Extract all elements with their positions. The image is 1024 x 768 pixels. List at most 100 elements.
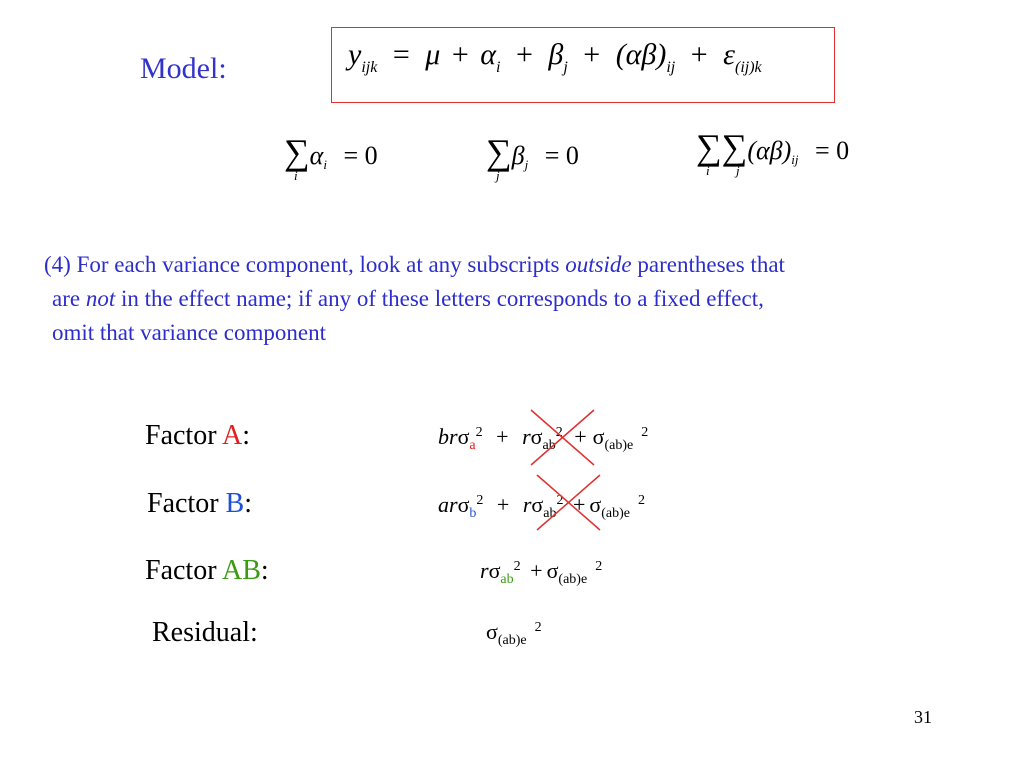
rule-line-2: are not in the effect name; if any of th… [44,282,984,316]
eq-alpha-sub: i [495,59,501,76]
sigma: σ [546,558,559,583]
factor-a-label: Factor A: [145,420,250,452]
rule-paragraph: (4) For each variance component, look at… [44,248,984,350]
expression-factor-ab: rσab2 +σ(ab)e2 [480,558,602,588]
superscript: 2 [513,559,521,574]
plus: + [574,424,587,449]
sum-sign: ∑ [486,132,512,172]
constraint-alphabeta: ∑∑(αβ)ij = 0 i j [696,127,850,178]
subscript: b [469,506,477,521]
sigma: σ [589,492,602,517]
factor-text: Factor [145,555,222,586]
superscript: 2 [638,493,646,508]
eq-ab-sub: ij [666,59,676,76]
sigma: σ [457,492,470,517]
rule-text: in the effect name; if any of these lett… [115,286,764,311]
subscript: ab [542,438,556,453]
eq-beta-sub: j [563,59,568,76]
factor-letter: A [222,420,243,451]
strike-out-icon [536,474,601,531]
eq-epsilon-sub: (ij)k [735,59,762,76]
expression-factor-a: brσa2 + rσab2 +σ(ab)e2 [438,424,648,454]
constraint-rhs: = 0 [814,136,850,165]
rule-line-3: omit that variance component [52,320,326,345]
rule-text: are [52,286,86,311]
eq-alpha: α [480,38,496,71]
subscript: (ab)e [601,506,631,521]
constraint-term: (αβ) [747,136,792,165]
eq-plus: + [583,38,601,71]
plus: + [496,492,510,517]
residual-label: Residual: [152,617,258,648]
eq-y: y [348,38,362,71]
rule-text: (4) For each variance component, look at… [44,252,566,277]
sigma: σ [457,424,470,449]
eq-equals: = [392,38,410,71]
factor-colon: : [260,555,269,586]
constraint-term: β [511,141,525,170]
rule-text: parentheses that [631,252,785,277]
factor-colon: : [244,488,252,519]
superscript: 2 [476,493,484,508]
model-equation: yijk = μ + αi + βj + (αβ)ij + ε(ij)k [348,38,762,77]
superscript: 2 [534,620,542,635]
sigma: σ [488,558,501,583]
coef: ar [438,492,458,517]
constraint-rhs: = 0 [544,141,579,170]
constraint-beta: ∑βj = 0 j [486,132,579,183]
subscript: a [469,438,476,453]
factor-letter: B [225,488,245,519]
eq-epsilon: ε [723,38,735,71]
double-sum-sign: ∑∑ [696,127,748,167]
factor-letter: AB [222,555,261,586]
eq-plus: + [451,38,469,71]
eq-ab: (αβ) [615,38,667,71]
constraint-term-sub: ij [791,152,799,167]
constraint-rhs: = 0 [343,141,378,170]
sum-index: j [736,163,740,178]
superscript: 2 [555,425,563,440]
expression-factor-b: arσb2 + rσab2 +σ(ab)e2 [438,492,645,522]
plus: + [496,424,509,449]
factor-colon: : [242,420,251,451]
subscript: (ab)e [604,438,634,453]
coef: br [438,424,458,449]
eq-mu: μ [425,38,441,71]
factor-b-label: Factor B: [147,488,252,520]
sigma: σ [592,424,605,449]
factor-ab-label: Factor AB: [145,555,269,587]
factor-text: Factor [147,488,226,519]
expression-residual: σ(ab)e 2 [486,619,542,649]
constraint-term-sub: j [524,157,529,172]
superscript: 2 [641,425,649,440]
sigma: σ [486,619,498,644]
superscript: 2 [556,493,564,508]
sum-sign: ∑ [284,132,310,172]
coef: r [522,424,531,449]
sigma: σ [530,424,543,449]
subscript: (ab)e [558,572,588,587]
plus: + [530,558,543,583]
constraint-term: α [309,141,324,170]
sigma: σ [531,492,544,517]
subscript: (ab)e [497,633,527,648]
factor-text: Factor [145,420,222,451]
model-equation-box [331,27,835,103]
rule-emphasis: outside [565,252,632,277]
subscript: ab [500,572,514,587]
constraint-term-sub: i [323,157,327,172]
sum-index: j [496,168,500,183]
sum-index: i [706,163,710,178]
subscript: ab [543,506,557,521]
rule-emphasis: not [85,286,116,311]
eq-plus: + [515,38,533,71]
coef: r [522,492,532,517]
rule-line-1: (4) For each variance component, look at… [44,248,984,282]
page-number: 31 [914,707,932,727]
superscript: 2 [475,425,483,440]
plus: + [572,492,586,517]
eq-plus: + [690,38,708,71]
coef: r [480,558,489,583]
model-label: Model: [140,52,227,85]
eq-beta: β [548,38,564,71]
